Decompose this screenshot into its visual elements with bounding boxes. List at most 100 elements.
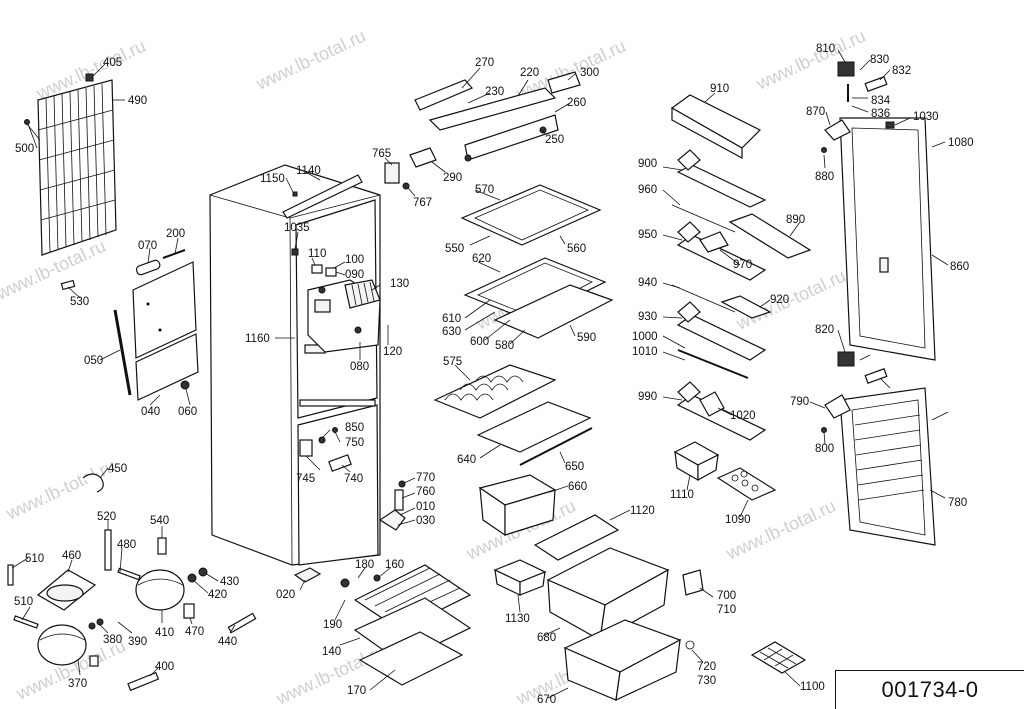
part-label: 830 (870, 54, 889, 66)
part-label: 060 (178, 406, 197, 418)
part-label: 500 (15, 143, 34, 155)
fridge-door-part (821, 61, 936, 361)
part-label: 834 (871, 95, 891, 107)
control-panel-part (384, 71, 581, 190)
part-label: 960 (638, 184, 657, 196)
part-labels: 405 490 500 530 070 200 050 040 060 1150… (14, 43, 974, 706)
document-number: 001734-0 (881, 677, 979, 702)
part-label: 220 (520, 67, 539, 79)
part-label: 490 (128, 95, 147, 107)
part-label: 990 (638, 391, 657, 403)
part-label: 520 (97, 511, 116, 523)
part-label: 900 (638, 158, 657, 170)
part-label: 1160 (245, 333, 270, 345)
part-label: 600 (470, 336, 489, 348)
part-label: 765 (372, 148, 391, 160)
part-label: 160 (385, 559, 404, 571)
part-label: 450 (108, 463, 127, 475)
ice-cube-tray-part (750, 641, 807, 674)
part-label: 270 (475, 57, 494, 69)
part-label: 670 (537, 694, 556, 706)
part-label: 1100 (800, 681, 825, 693)
part-label: 510 (14, 596, 33, 608)
part-label: 660 (568, 481, 587, 493)
hinge-part (378, 480, 406, 531)
part-label: 570 (475, 184, 494, 196)
part-label: 1090 (725, 514, 751, 526)
small-parts-700-730 (682, 569, 704, 650)
part-label: 832 (892, 65, 911, 77)
part-label: 050 (84, 355, 103, 367)
part-label: 940 (638, 277, 657, 289)
small-container-part (478, 474, 557, 537)
part-label: 170 (347, 685, 366, 697)
part-label: 230 (485, 86, 504, 98)
part-label: 010 (416, 501, 435, 513)
part-label: 540 (150, 515, 169, 527)
plate-070-200 (135, 249, 186, 276)
control-unit-part (307, 264, 381, 353)
part-label: 836 (871, 108, 890, 120)
part-label: 1110 (670, 489, 694, 501)
part-label: 120 (383, 346, 402, 358)
part-label: 290 (443, 172, 462, 184)
part-label: 130 (390, 278, 409, 290)
part-label: 090 (345, 269, 364, 281)
part-label: 020 (276, 589, 295, 601)
bottle-rack-part (433, 364, 557, 419)
part-label: 560 (567, 243, 586, 255)
part-label: 030 (416, 515, 435, 527)
dairy-cover-part (670, 94, 762, 160)
part-label: 870 (806, 106, 825, 118)
part-label: 745 (296, 473, 315, 485)
evaporator-part (340, 564, 472, 686)
part-label: 820 (815, 324, 834, 336)
part-label: 400 (155, 661, 174, 673)
crisper-cover-part (476, 401, 593, 466)
part-label: 480 (117, 539, 136, 551)
part-label: 920 (770, 294, 789, 306)
part-label: 410 (155, 627, 174, 639)
part-label: 970 (733, 259, 752, 271)
part-label: 250 (545, 134, 564, 146)
part-label: 110 (308, 248, 326, 260)
part-label: 610 (442, 313, 461, 325)
door-panels-890-920 (720, 213, 812, 319)
part-label: 680 (537, 632, 556, 644)
part-label: 1035 (284, 222, 310, 234)
ice-tray-part (493, 559, 547, 596)
part-label: 767 (413, 197, 432, 209)
part-label: 650 (565, 461, 584, 473)
part-label: 100 (345, 254, 364, 266)
part-label: 640 (457, 454, 476, 466)
part-label: 070 (138, 240, 157, 252)
part-label: 1130 (505, 613, 530, 625)
part-label: 530 (70, 296, 89, 308)
part-label: 460 (62, 550, 81, 562)
part-label: 800 (815, 443, 834, 455)
part-label: 910 (710, 83, 729, 95)
part-label: 1010 (632, 346, 658, 358)
freezer-drawer-upper-part (546, 547, 670, 642)
tray-part (533, 514, 620, 561)
part-label: 930 (638, 311, 657, 323)
door-shelf-950-part (676, 221, 767, 281)
glass-shelf-upper-part (460, 184, 602, 246)
part-label: 470 (185, 626, 204, 638)
part-label: 260 (567, 97, 586, 109)
part-label: 760 (416, 486, 435, 498)
part-label: 380 (103, 634, 122, 646)
foot-part (293, 567, 322, 583)
part-label: 740 (344, 473, 363, 485)
leader-lines (11, 49, 949, 699)
part-label: 140 (322, 646, 341, 658)
retainer-bars (671, 204, 749, 379)
freezer-drawer-lower-part (563, 619, 682, 702)
condenser-part (24, 73, 117, 291)
part-label: 950 (638, 229, 657, 241)
glass-shelf-middle-part (463, 257, 607, 321)
glass-shelf-lower-part (493, 284, 614, 339)
egg-tray-part (716, 467, 777, 501)
door-shelf-900-part (676, 149, 767, 208)
